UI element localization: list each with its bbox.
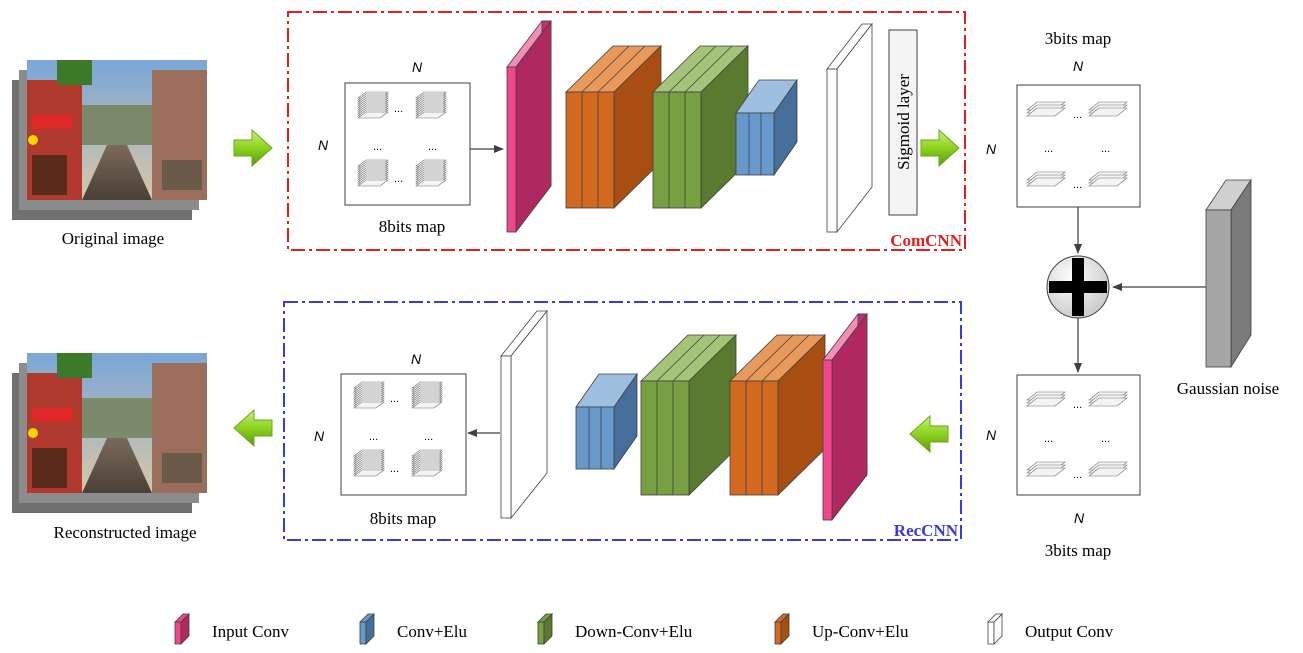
svg-text:...: ... — [1073, 179, 1082, 191]
map-stack-tl — [358, 92, 388, 118]
map-8bits-top: N N ... ... ... ... 8bits map — [318, 59, 471, 236]
conv-elu-bottom — [575, 372, 638, 471]
svg-text:...: ... — [390, 463, 399, 475]
svg-text:...: ... — [424, 431, 433, 443]
map-3bits-top: 3bits map N N ... ... ... ... — [986, 29, 1141, 208]
arrow-right-input-icon — [233, 128, 273, 168]
sum-node-icon — [1046, 255, 1110, 319]
legend-conv-elu-label: Conv+Elu — [397, 622, 468, 641]
legend: Input Conv Conv+Elu Down-Conv+Elu Up-Conv+E… — [174, 613, 1114, 645]
map-3bits-bottom-label: 3bits map — [1045, 541, 1112, 560]
svg-text:...: ... — [1044, 433, 1053, 445]
legend-conv-elu: Conv+Elu — [359, 613, 468, 645]
svg-text:...: ... — [394, 103, 403, 115]
n-height-label: N — [314, 428, 325, 444]
svg-text:...: ... — [390, 393, 399, 405]
map-8bits-bottom: N N ... ... ... ... 8bits map — [314, 351, 467, 528]
svg-text:...: ... — [1073, 399, 1082, 411]
sigmoid-layer: Sigmoid layer — [888, 29, 918, 216]
up-conv-bottom — [729, 334, 826, 496]
comcnn-box: ComCNN — [287, 11, 966, 251]
up-conv-top — [565, 45, 662, 209]
reccnn-label: RecCNN — [894, 521, 959, 540]
map-stack-bl — [358, 160, 388, 186]
legend-up-conv-elu-label: Up-Conv+Elu — [812, 622, 909, 641]
down-conv-top — [652, 45, 749, 209]
legend-input-conv: Input Conv — [174, 613, 289, 645]
comcnn-label: ComCNN — [890, 231, 962, 250]
conv-elu-top — [735, 78, 798, 177]
map-3bits-top-label: 3bits map — [1045, 29, 1112, 48]
n-width-label: N — [1074, 510, 1085, 526]
down-conv-bottom — [640, 334, 737, 496]
svg-text:...: ... — [394, 173, 403, 185]
legend-up-conv-elu: Up-Conv+Elu — [774, 613, 909, 645]
svg-text:...: ... — [1101, 143, 1110, 155]
reccnn-box: RecCNN — [283, 301, 962, 541]
n-width-label: N — [411, 351, 422, 367]
map-stack-tr — [416, 92, 446, 118]
arrow-left-output-icon — [233, 408, 273, 448]
reconstructed-image-label: Reconstructed image — [53, 523, 196, 542]
n-height-label: N — [986, 427, 997, 443]
svg-text:...: ... — [1073, 469, 1082, 481]
svg-text:...: ... — [1044, 143, 1053, 155]
output-conv-top — [826, 22, 873, 234]
svg-text:...: ... — [369, 431, 378, 443]
map-8bits-top-label: 8bits map — [379, 217, 446, 236]
map-stack-br — [416, 160, 446, 186]
svg-text:...: ... — [1073, 109, 1082, 121]
gaussian-noise-block: Gaussian noise — [1177, 178, 1279, 398]
input-conv-top — [506, 19, 552, 234]
arrow-right-compressed-icon — [920, 128, 960, 168]
arrow-left-decoded-icon — [909, 414, 949, 454]
output-conv-bottom — [500, 309, 548, 520]
svg-text:...: ... — [428, 141, 437, 153]
original-image-label: Original image — [62, 229, 164, 248]
n-height-label: N — [318, 137, 329, 153]
sigmoid-label: Sigmoid layer — [894, 74, 913, 170]
n-height-label: N — [986, 141, 997, 157]
map-3bits-bottom: N ... ... ... ... N 3bits map — [986, 374, 1141, 560]
legend-down-conv-elu-label: Down-Conv+Elu — [575, 622, 693, 641]
reconstructed-image: Reconstructed image — [12, 353, 207, 542]
n-width-label: N — [1073, 58, 1084, 74]
n-width-label: N — [412, 59, 423, 75]
legend-down-conv-elu: Down-Conv+Elu — [537, 613, 693, 645]
svg-text:...: ... — [1101, 433, 1110, 445]
original-image: Original image — [12, 60, 207, 248]
gaussian-noise-label: Gaussian noise — [1177, 379, 1279, 398]
input-conv-bottom — [822, 312, 868, 522]
legend-input-conv-label: Input Conv — [212, 622, 289, 641]
svg-text:...: ... — [373, 141, 382, 153]
legend-output-conv: Output Conv — [987, 613, 1114, 645]
map-8bits-bottom-label: 8bits map — [370, 509, 437, 528]
legend-output-conv-label: Output Conv — [1025, 622, 1114, 641]
